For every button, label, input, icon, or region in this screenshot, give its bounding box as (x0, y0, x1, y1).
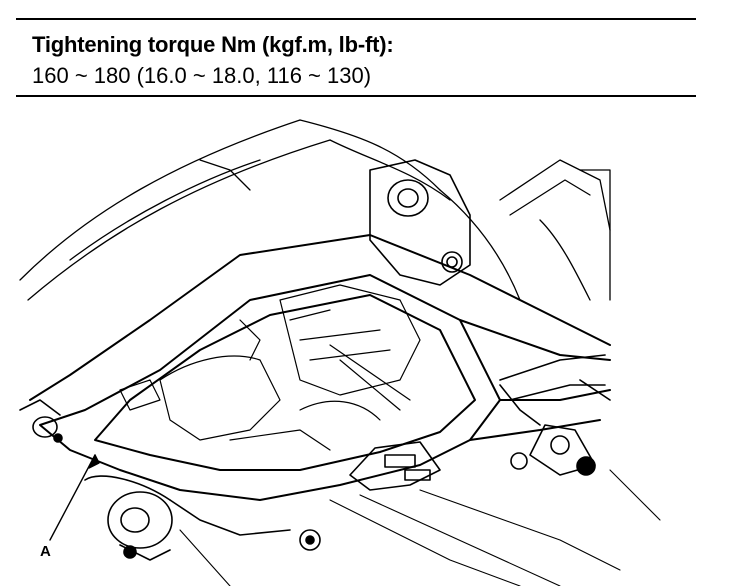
floor-lines (179, 469, 661, 586)
right-suspension-arm (499, 354, 611, 476)
subframe-frame (29, 234, 611, 501)
torque-spec-box: Tightening torque Nm (kgf.m, lb-ft): 160… (16, 18, 696, 97)
callout-label-a: A (40, 543, 51, 560)
torque-spec-heading: Tightening torque Nm (kgf.m, lb-ft): (32, 32, 394, 57)
left-mount (19, 399, 63, 443)
subframe-illustration (19, 119, 661, 586)
callout-a-leader (49, 454, 100, 541)
vehicle-body-lines (19, 119, 611, 301)
upper-mount (369, 159, 471, 286)
lower-left-hub (84, 475, 291, 561)
engine-details (119, 284, 421, 451)
front-bracket (299, 441, 441, 551)
torque-spec-value: 160 ~ 180 (16.0 ~ 18.0, 116 ~ 130) (32, 63, 372, 88)
